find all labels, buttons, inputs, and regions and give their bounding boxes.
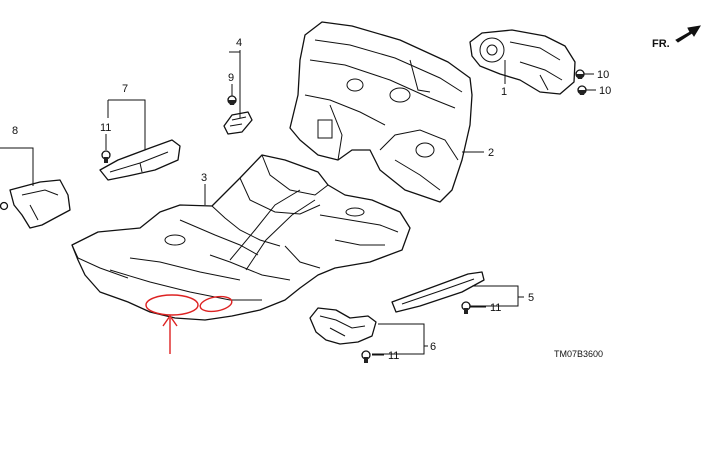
upper-dash-insulator xyxy=(469,29,576,95)
red-annotation xyxy=(145,294,233,354)
highlight-ellipse-left xyxy=(145,294,199,316)
red-arrow-icon xyxy=(162,314,178,354)
bolt-11-part6-icon xyxy=(361,350,371,363)
callout-10-upper: 10 xyxy=(597,69,609,81)
figure-code: TM07B3600 xyxy=(554,349,603,359)
callout-labels: 1 2 3 4 5 6 7 8 9 10 10 11 11 11 xyxy=(12,37,611,362)
front-direction-indicator: FR. xyxy=(652,25,701,50)
highlight-ellipse-right xyxy=(199,295,233,313)
dashboard-insulator xyxy=(289,21,473,203)
clip-10-lower-icon xyxy=(577,85,587,95)
callout-11-part7: 11 xyxy=(100,122,111,134)
bolt-11-part7-icon xyxy=(101,150,111,163)
kick-panel-part-8 xyxy=(9,179,71,229)
callout-6: 6 xyxy=(430,341,436,353)
callout-3: 3 xyxy=(201,172,207,184)
front-direction-label: FR. xyxy=(652,38,670,50)
callout-1: 1 xyxy=(501,86,507,98)
front-arrow-icon xyxy=(675,25,701,43)
callout-11-part6: 11 xyxy=(388,350,399,362)
sill-trim-part-5 xyxy=(391,271,485,313)
bolt-11-part5-icon xyxy=(461,301,471,314)
callout-2: 2 xyxy=(488,147,494,159)
clip-10-upper-icon xyxy=(575,69,585,79)
clip-9-icon xyxy=(227,95,237,105)
side-trim-part-7 xyxy=(99,139,181,181)
callout-7: 7 xyxy=(122,83,128,95)
leader-lines xyxy=(0,50,596,356)
callout-11-part5: 11 xyxy=(490,302,501,314)
bracket-part-4 xyxy=(223,111,253,135)
floor-carpet xyxy=(71,154,411,321)
callout-8: 8 xyxy=(12,125,18,137)
callout-10-lower: 10 xyxy=(599,85,611,97)
callout-5: 5 xyxy=(528,292,534,304)
bracket-part-6 xyxy=(309,307,377,345)
fasteners xyxy=(0,69,587,363)
callout-4: 4 xyxy=(236,37,242,49)
clip-part8-icon xyxy=(0,201,9,211)
callout-9: 9 xyxy=(228,72,234,84)
